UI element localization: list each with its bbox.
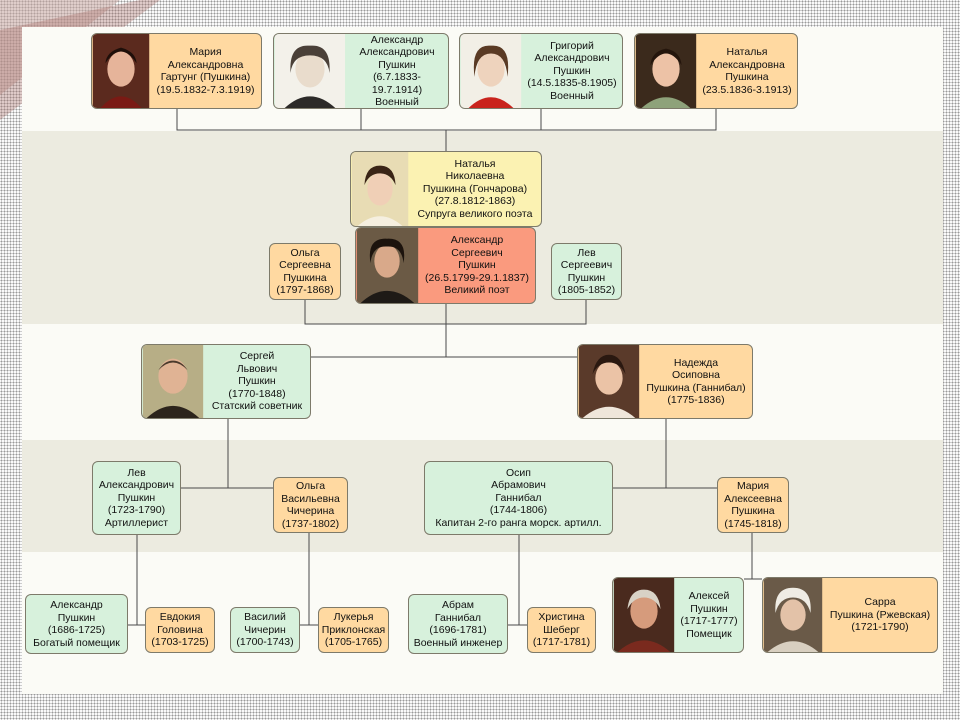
- connector-olga-parents: [308, 533, 318, 626]
- connector-lines: [128, 109, 762, 626]
- connector-parents: [445, 324, 577, 358]
- connector-sergey-parents: [227, 419, 273, 489]
- portrait-nadezhda-osipovna: [578, 345, 640, 418]
- portrait-grigoriy-aleksandrovich: [460, 34, 522, 108]
- portrait-natalya-aleksandrovna: [635, 34, 697, 108]
- portrait-aleksandr-aleksandrovich: [274, 34, 346, 108]
- portrait-aleksandr-sergeevich: [356, 228, 419, 303]
- portrait-mariya-aleksandrovna: [92, 34, 150, 108]
- portrait-sarra-rzhevskaya: [763, 578, 823, 652]
- connector-mariya-parents: [751, 533, 759, 580]
- connector-osip-parents: [518, 535, 527, 626]
- connector-children-bar: [176, 109, 717, 131]
- portrait-aleksey-pushkin: [613, 578, 675, 652]
- connector-lev-parents: [136, 535, 145, 626]
- portrait-sergey-lvovich: [142, 345, 204, 418]
- portrait-natalya-nikolaevna: [351, 152, 409, 226]
- connector-children-drops: [360, 109, 542, 130]
